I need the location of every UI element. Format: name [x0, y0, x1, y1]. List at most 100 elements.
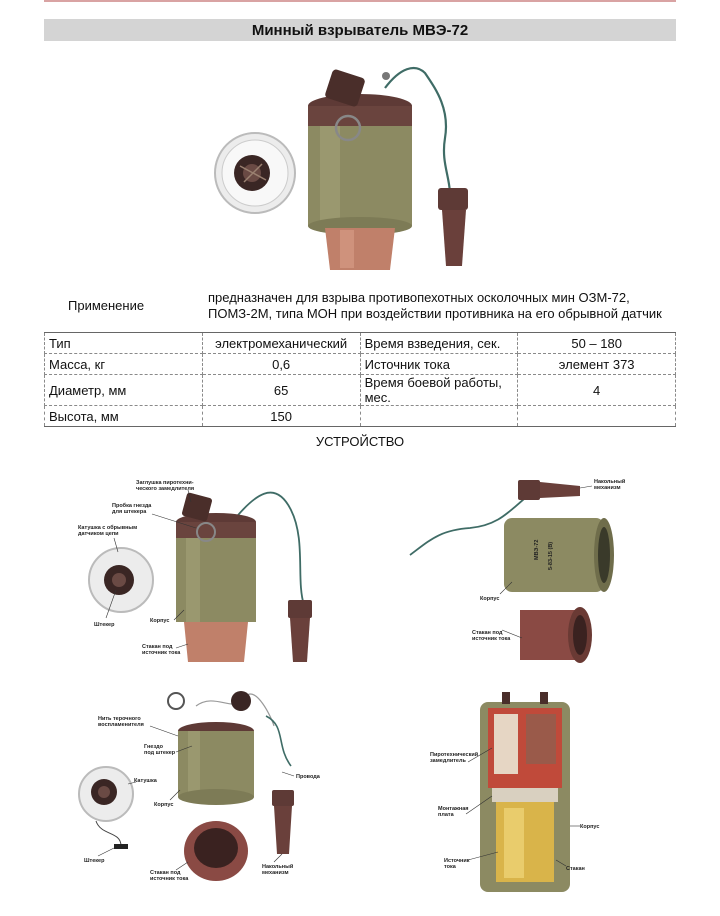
svg-text:замедлитель: замедлитель — [430, 758, 466, 764]
spec-value — [517, 405, 676, 427]
label-striker-1: Накольный — [594, 478, 625, 485]
svg-text:Катушка с обрывным: Катушка с обрывным — [78, 524, 137, 531]
svg-text:ческого замедлителя: ческого замедлителя — [136, 486, 194, 492]
svg-text:механизм: механизм — [594, 485, 621, 491]
spec-key: Диаметр, мм — [44, 374, 203, 406]
svg-text:источник тока: источник тока — [472, 636, 511, 642]
label-coil-1: Катушка с обрывным — [78, 524, 137, 531]
svg-text:для штекера: для штекера — [112, 509, 147, 515]
spec-row: Диаметр, мм 65 Время боевой работы, мес.… — [44, 374, 676, 406]
svg-text:воспламенителя: воспламенителя — [98, 722, 144, 728]
diagram-cutaway: Пиротехнический замедлитель Монтажная пл… — [430, 692, 599, 892]
label-body: Корпус — [150, 618, 169, 624]
label-plug: Штекер — [94, 622, 115, 628]
diagram-disassembled: МВЭ-72 5-83-15 (В) Накольный механизм Ко… — [409, 478, 625, 663]
svg-text:под штекер: под штекер — [144, 750, 176, 756]
svg-text:Гнездо: Гнездо — [144, 744, 164, 750]
label-cup-2b: источник тока — [472, 636, 511, 642]
label-plug-cap-2: ческого замедлителя — [136, 486, 194, 492]
cable-image — [384, 66, 451, 209]
page-title: Минный взрыватель МВЭ-72 — [44, 19, 676, 41]
label-wires: Провода — [296, 774, 321, 780]
spec-key: Тип — [44, 332, 203, 354]
label-body-3: Корпус — [154, 802, 173, 808]
purpose-text: предназначен для взрыва противопехотных … — [208, 290, 662, 321]
svg-text:механизм: механизм — [262, 870, 289, 876]
spec-value: 4 — [517, 374, 676, 406]
coil-image — [214, 132, 296, 214]
label-source-2: тока — [444, 864, 457, 870]
spec-key: Время боевой работы, мес. — [359, 374, 519, 406]
svg-text:Накольный: Накольный — [594, 478, 625, 485]
label-body-4: Корпус — [580, 824, 599, 830]
label-pyro-1: Пиротехнический — [430, 751, 478, 758]
svg-text:датчиком цепи: датчиком цепи — [78, 531, 119, 537]
label-pyro-2: замедлитель — [430, 758, 466, 764]
label-plug-3: Штекер — [84, 858, 105, 864]
spec-key — [359, 405, 519, 427]
label-cup-2: источник тока — [142, 650, 181, 656]
label-striker-2: механизм — [594, 485, 621, 491]
label-socket-1: Гнездо — [144, 744, 164, 750]
spec-value: элемент 373 — [517, 353, 676, 375]
label-socket-plug-2: для штекера — [112, 509, 147, 515]
spec-row: Высота, мм 150 — [44, 405, 676, 427]
spec-key: Высота, мм — [44, 405, 203, 427]
label-plug-cap-1: Заглушка пиротехни- — [136, 480, 194, 486]
svg-text:Нить терочного: Нить терочного — [98, 716, 141, 722]
label-board-2: плата — [438, 812, 455, 818]
svg-text:Пиротехнический: Пиротехнический — [430, 751, 478, 758]
label-socket-2: под штекер — [144, 750, 176, 756]
spec-value: 50 – 180 — [517, 332, 676, 354]
section-title: УСТРОЙСТВО — [315, 434, 405, 449]
label-socket-plug-1: Пробка гнезда — [112, 502, 152, 509]
fuze-main-photo — [214, 66, 468, 270]
striker-image — [438, 188, 468, 266]
svg-text:Накольный: Накольный — [262, 863, 293, 870]
purpose-label: Применение — [68, 298, 145, 313]
top-rule — [44, 0, 676, 2]
svg-text:5-83-15 (В): 5-83-15 (В) — [548, 542, 554, 570]
spec-value: 65 — [201, 374, 361, 406]
label-cup-4: Стакан — [566, 866, 585, 872]
svg-text:Монтажная: Монтажная — [438, 806, 469, 812]
diagram-components: Нить терочного воспламенителя Гнездо под… — [78, 691, 321, 882]
fuze-body-image — [308, 69, 412, 270]
spec-table: Тип электромеханический Время взведения,… — [44, 332, 676, 427]
spec-row: Тип электромеханический Время взведения,… — [44, 332, 676, 354]
label-cup-3b: источник тока — [150, 876, 189, 882]
spec-value: 150 — [201, 405, 361, 427]
svg-text:Источник: Источник — [444, 858, 470, 864]
svg-text:Стакан под: Стакан под — [142, 644, 173, 650]
svg-text:источник тока: источник тока — [150, 876, 189, 882]
spec-key: Масса, кг — [44, 353, 203, 375]
label-coil-3: Катушка — [134, 778, 158, 784]
spec-key: Источник тока — [359, 353, 519, 375]
spec-key: Время взведения, сек. — [359, 332, 519, 354]
svg-text:Пробка гнезда: Пробка гнезда — [112, 502, 152, 509]
marking-2: 5-83-15 (В) — [548, 542, 554, 570]
label-body-2: Корпус — [480, 596, 499, 602]
label-striker-3a: Накольный — [262, 863, 293, 870]
spec-value: 0,6 — [201, 353, 361, 375]
svg-text:Стакан под: Стакан под — [472, 630, 503, 636]
svg-text:Заглушка пиротехни-: Заглушка пиротехни- — [136, 480, 194, 486]
spec-value: электромеханический — [201, 332, 361, 354]
svg-text:Стакан под: Стакан под — [150, 870, 181, 876]
marking-1: МВЭ-72 — [534, 540, 540, 560]
label-cup-3a: Стакан под — [150, 870, 181, 876]
label-board-1: Монтажная — [438, 806, 469, 812]
label-cup-2a: Стакан под — [472, 630, 503, 636]
svg-text:источник тока: источник тока — [142, 650, 181, 656]
label-coil-2: датчиком цепи — [78, 531, 119, 537]
label-striker-3b: механизм — [262, 870, 289, 876]
svg-text:плата: плата — [438, 812, 455, 818]
label-source-1: Источник — [444, 858, 470, 864]
label-thread-2: воспламенителя — [98, 722, 144, 728]
spec-row: Масса, кг 0,6 Источник тока элемент 373 — [44, 353, 676, 375]
diagram-exterior: Заглушка пиротехни- ческого замедлителя … — [78, 480, 312, 662]
label-cup-1: Стакан под — [142, 644, 173, 650]
svg-text:тока: тока — [444, 864, 457, 870]
label-thread-1: Нить терочного — [98, 716, 141, 722]
svg-text:МВЭ-72: МВЭ-72 — [534, 540, 540, 560]
